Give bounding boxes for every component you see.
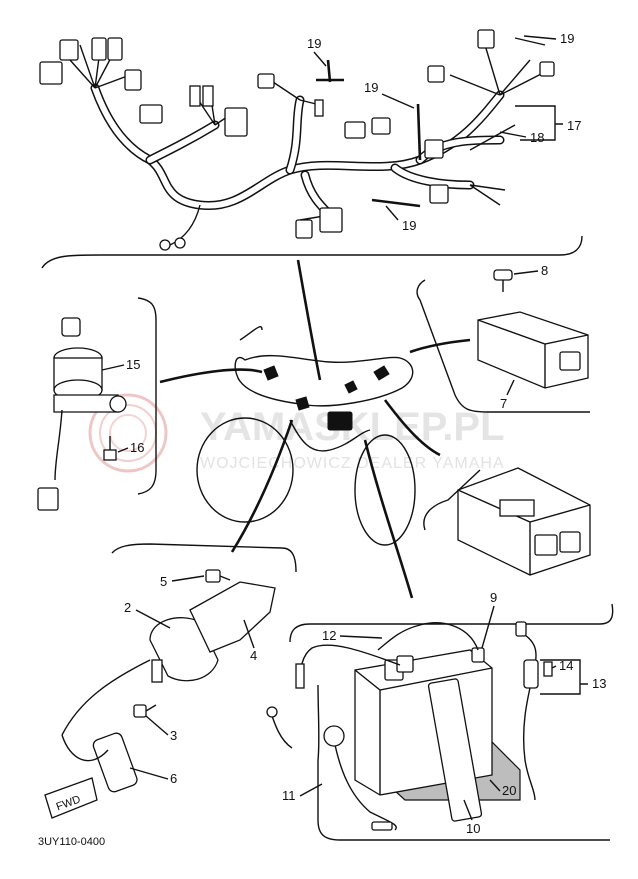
battery-lead-positive [377,622,479,651]
group-bracket-harness [41,235,583,269]
bolt-8 [493,269,513,292]
breather-hose [333,739,397,831]
callout-8: 8 [541,263,548,278]
callout-14: 14 [559,658,573,673]
callout-3: 3 [170,728,177,743]
watermark-logo [88,393,168,473]
bolt-5 [205,569,231,583]
callout-15: 15 [126,357,140,372]
group-bracket-ignition-coil [111,543,297,573]
diagram-code: 3UY110-0400 [38,836,105,848]
motorcycle-outline [196,326,416,546]
callout-20: 20 [502,783,516,798]
callout-19-c: 19 [402,218,416,233]
callout-10: 10 [466,821,480,836]
callout-12: 12 [322,628,336,643]
watermark-tagline: WOJCIECHOWICZ DEALER YAMAHA [200,455,505,472]
callout-11: 11 [282,788,296,803]
group-bracket-battery [289,603,614,643]
cdi-unit [457,467,591,576]
rectifier-regulator [477,311,589,389]
main-wire-harness [39,29,555,251]
group-bracket-rectifier [416,279,590,413]
group-bracket-cdi [423,469,481,531]
bolt-3 [133,704,157,718]
callout-7: 7 [500,396,507,411]
callout-18: 18 [530,130,544,145]
callout-2: 2 [124,600,131,615]
callout-9: 9 [490,590,497,605]
callout-6: 6 [170,771,177,786]
callout-5: 5 [160,574,167,589]
callout-13: 13 [592,676,606,691]
ignition-coil [44,581,276,819]
callout-19-d: 19 [560,31,574,46]
callout-17: 17 [567,118,581,133]
bolt-16 [103,436,117,461]
group-bracket-main-switch [137,297,157,495]
main-switch [37,317,127,511]
battery [354,647,521,822]
callout-19-b: 19 [364,80,378,95]
callout-16: 16 [130,440,144,455]
callout-4: 4 [250,648,257,663]
callout-19-a: 19 [307,36,321,51]
starter-relay-lead [515,621,553,801]
